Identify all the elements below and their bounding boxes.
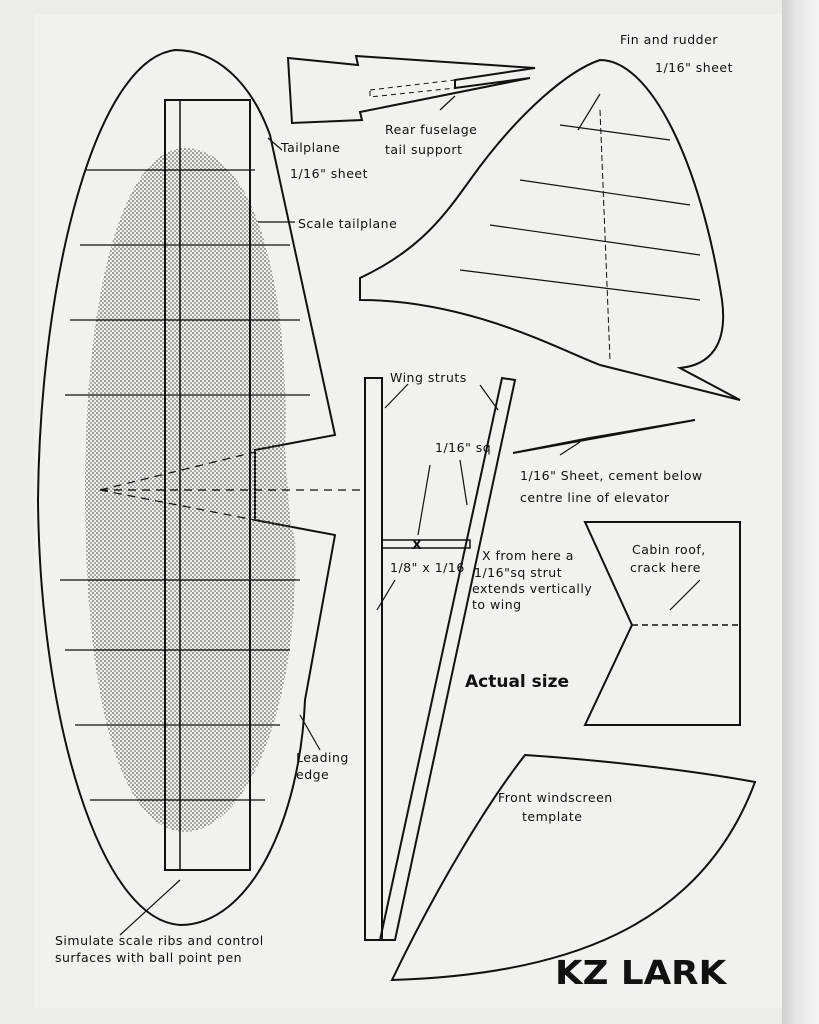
label-windscreen-2: template bbox=[522, 809, 583, 824]
label-cabin-1: Cabin roof, bbox=[632, 542, 706, 557]
label-strut-size: 1/8" x 1/16 bbox=[390, 560, 465, 575]
label-fin-sheet: 1/16" sheet bbox=[655, 60, 734, 75]
label-cabin-2: crack here bbox=[630, 560, 701, 575]
x-mark: X bbox=[412, 537, 423, 552]
wing-strut-right bbox=[378, 376, 517, 941]
label-rear-fuselage-2: tail support bbox=[385, 142, 463, 157]
label-scale-tailplane: Scale tailplane bbox=[298, 216, 398, 231]
actual-size-note: Actual size bbox=[465, 672, 570, 692]
label-tailplane: Tailplane bbox=[281, 140, 341, 155]
windscreen-template bbox=[390, 753, 757, 982]
plan-title: KZ LARK bbox=[555, 953, 727, 992]
rib-lines bbox=[60, 169, 310, 801]
label-leading-2: edge bbox=[296, 767, 330, 782]
cross-strut bbox=[381, 539, 471, 549]
elevator-strip bbox=[164, 99, 251, 871]
label-tailplane-sheet: 1/16" sheet bbox=[290, 166, 369, 181]
label-strut-note-4: to wing bbox=[472, 597, 522, 612]
leader-lines bbox=[119, 93, 701, 936]
label-simulate-2: surfaces with ball point pen bbox=[55, 950, 243, 965]
label-wing-struts: Wing struts bbox=[390, 370, 467, 385]
label-windscreen-1: Front windscreen bbox=[498, 790, 613, 805]
label-rear-fuselage-1: Rear fuselage bbox=[385, 122, 478, 137]
hinge-dashes bbox=[99, 451, 360, 521]
label-sq: 1/16" sq bbox=[435, 440, 492, 455]
wing-strut-left bbox=[364, 377, 383, 941]
label-elevator-2: centre line of elevator bbox=[520, 490, 670, 505]
label-elevator-1: 1/16" Sheet, cement below bbox=[520, 468, 703, 483]
elevator-support-part bbox=[512, 419, 696, 454]
label-strut-note-2: 1/16"sq strut bbox=[474, 565, 563, 580]
label-fin: Fin and rudder bbox=[620, 32, 718, 47]
label-strut-note-3: extends vertically bbox=[472, 581, 593, 596]
label-leading-1: Leading bbox=[296, 750, 349, 765]
rear-fuselage-part bbox=[286, 54, 536, 125]
cabin-roof-part bbox=[583, 521, 741, 726]
fin-rudder-part bbox=[359, 58, 741, 401]
page-edge-shadow bbox=[782, 0, 819, 1024]
label-strut-note-1: X from here a bbox=[482, 548, 574, 563]
label-simulate-1: Simulate scale ribs and control bbox=[55, 933, 264, 948]
tailplane-outline bbox=[36, 48, 337, 927]
